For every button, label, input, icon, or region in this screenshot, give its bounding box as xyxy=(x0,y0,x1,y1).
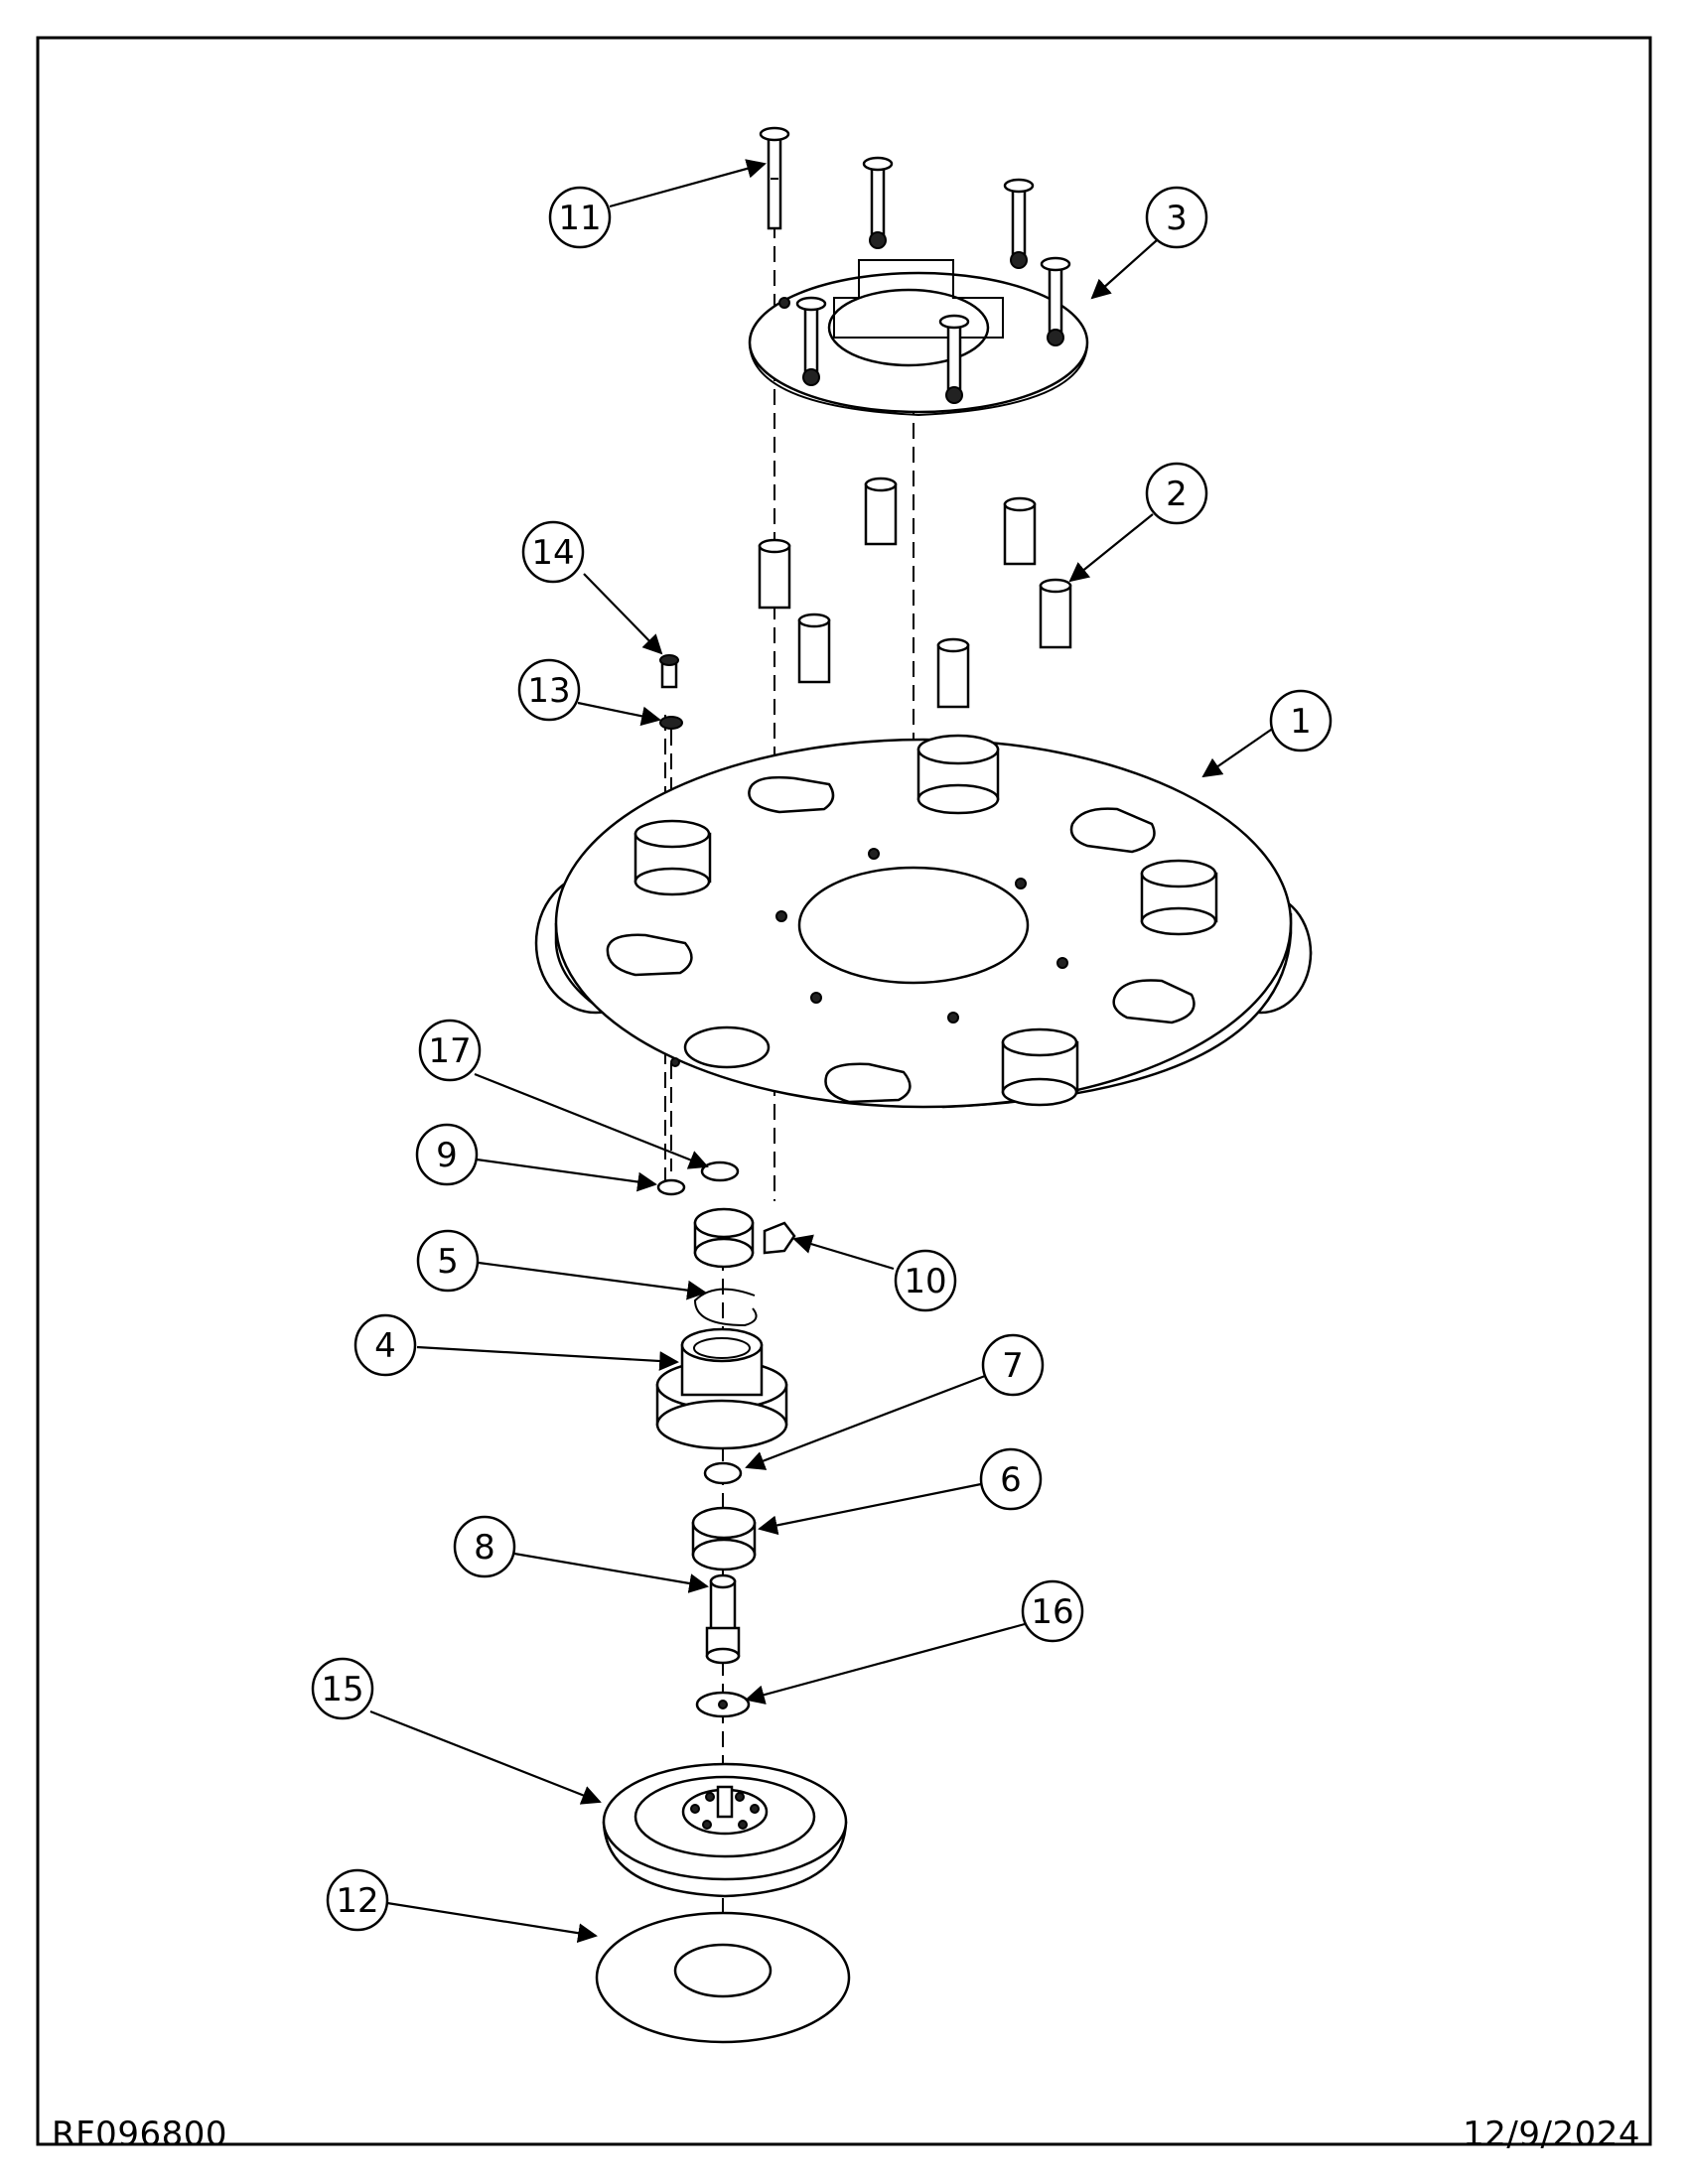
callouts: 1 2 3 4 5 6 7 xyxy=(311,159,1333,1944)
callout-13: 13 xyxy=(517,658,661,727)
part-number: RF096800 xyxy=(52,2115,227,2154)
callout-17: 17 xyxy=(418,1019,709,1169)
callout-7: 7 xyxy=(745,1333,1045,1470)
top-ring-plate xyxy=(748,252,1089,417)
callout-8: 8 xyxy=(453,1515,709,1593)
svg-text:5: 5 xyxy=(437,1242,459,1282)
drawing-date: 12/9/2024 xyxy=(1463,2115,1640,2154)
svg-text:17: 17 xyxy=(428,1031,471,1071)
spacers xyxy=(758,477,1072,709)
callout-12: 12 xyxy=(326,1868,598,1944)
callout-11: 11 xyxy=(548,159,767,249)
callout-1: 1 xyxy=(1201,689,1333,778)
callout-16: 16 xyxy=(745,1579,1084,1705)
callout-9: 9 xyxy=(415,1123,657,1192)
callout-3: 3 xyxy=(1090,186,1208,300)
svg-text:9: 9 xyxy=(436,1136,458,1175)
pad-holder xyxy=(602,1762,848,1898)
screws xyxy=(759,126,1071,404)
callout-6: 6 xyxy=(758,1447,1043,1536)
svg-text:8: 8 xyxy=(474,1528,495,1568)
svg-text:6: 6 xyxy=(1000,1460,1022,1500)
svg-text:4: 4 xyxy=(374,1326,396,1366)
callout-10: 10 xyxy=(792,1234,957,1312)
svg-text:3: 3 xyxy=(1166,199,1188,238)
svg-text:2: 2 xyxy=(1166,475,1188,514)
main-plate xyxy=(534,734,1313,1109)
callout-5: 5 xyxy=(416,1229,707,1300)
svg-text:7: 7 xyxy=(1002,1346,1024,1386)
svg-text:16: 16 xyxy=(1031,1592,1073,1632)
svg-text:14: 14 xyxy=(531,533,574,573)
callout-14: 14 xyxy=(521,520,663,655)
callout-4: 4 xyxy=(353,1313,679,1377)
svg-text:11: 11 xyxy=(558,199,601,238)
lower-stack xyxy=(655,1160,796,1718)
callout-2: 2 xyxy=(1068,462,1208,583)
svg-text:13: 13 xyxy=(527,671,570,711)
drawing-border xyxy=(36,36,1652,2146)
svg-text:1: 1 xyxy=(1290,702,1312,742)
pad xyxy=(595,1911,851,2044)
svg-text:15: 15 xyxy=(321,1670,363,1709)
svg-text:12: 12 xyxy=(336,1881,378,1921)
callout-15: 15 xyxy=(311,1657,602,1805)
svg-text:10: 10 xyxy=(904,1262,946,1301)
